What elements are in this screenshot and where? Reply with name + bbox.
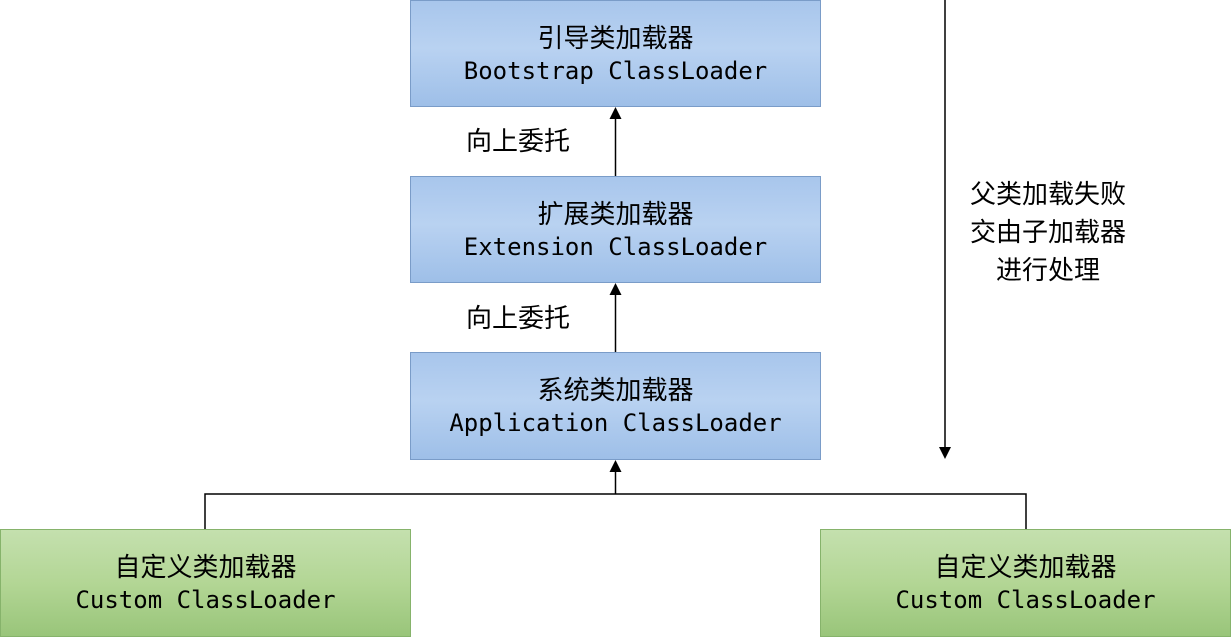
- extension-classloader-zh: 扩展类加载器: [537, 199, 694, 230]
- connector-custom-left: [204, 493, 616, 529]
- application-classloader-en: Application ClassLoader: [449, 409, 782, 437]
- custom-classloader-right-zh: 自定义类加载器: [934, 553, 1117, 583]
- custom-classloader-left-zh: 自定义类加载器: [114, 553, 297, 583]
- custom-classloader-left-box: 自定义类加载器 Custom ClassLoader: [0, 529, 411, 637]
- extension-classloader-box: 扩展类加载器 Extension ClassLoader: [410, 176, 821, 283]
- bootstrap-classloader-en: Bootstrap ClassLoader: [463, 56, 768, 85]
- fallback-note-line-3: 进行处理: [995, 256, 1100, 286]
- custom-classloader-right-en: Custom ClassLoader: [895, 586, 1156, 614]
- fallback-note: 父类加载失败 交由子加载器 进行处理: [948, 176, 1148, 290]
- delegate-up-label-1: 向上委托: [466, 127, 571, 157]
- fallback-note-line-2: 交由子加载器: [969, 218, 1126, 248]
- fallback-note-line-1: 父类加载失败: [969, 180, 1126, 210]
- custom-classloader-left-en: Custom ClassLoader: [75, 586, 336, 614]
- connector-custom-right: [615, 493, 1027, 529]
- delegate-up-label-2: 向上委托: [466, 304, 571, 334]
- extension-classloader-en: Extension ClassLoader: [463, 232, 768, 261]
- custom-classloader-right-box: 自定义类加载器 Custom ClassLoader: [820, 529, 1231, 637]
- application-classloader-box: 系统类加载器 Application ClassLoader: [410, 352, 821, 460]
- bootstrap-classloader-box: 引导类加载器 Bootstrap ClassLoader: [410, 0, 821, 107]
- bootstrap-classloader-zh: 引导类加载器: [537, 23, 694, 54]
- application-classloader-zh: 系统类加载器: [537, 376, 694, 406]
